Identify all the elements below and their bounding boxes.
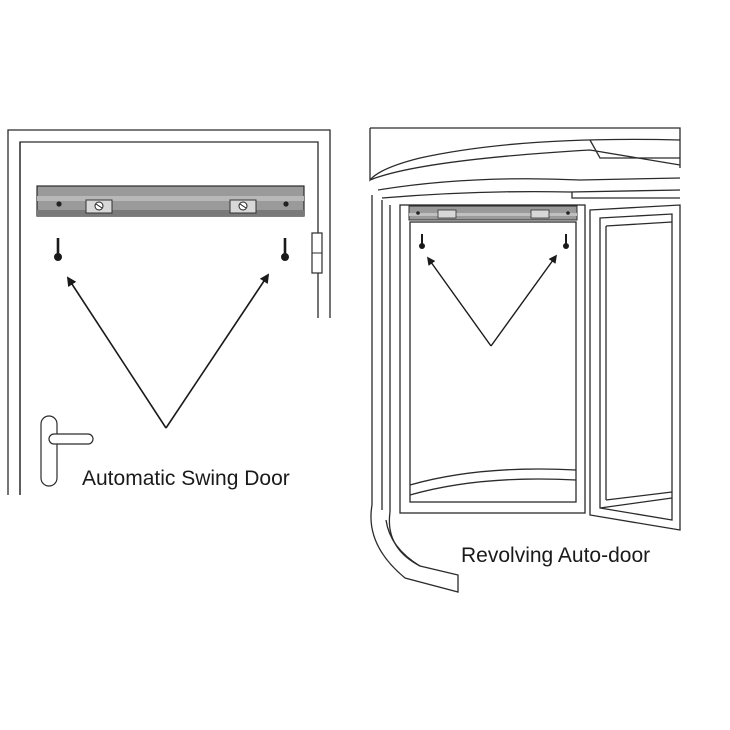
- revolving-drum-base: [370, 504, 459, 593]
- swing-door-illustration: [7, 129, 331, 495]
- revolving-door-operator: [408, 205, 578, 221]
- screw-icon: [54, 238, 62, 261]
- revolving-door-opening: [399, 204, 586, 514]
- screw-icon: [281, 238, 289, 261]
- swing-door-outer-frame: [7, 129, 331, 495]
- revolving-canopy: [370, 127, 681, 168]
- revolving-canopy-edge: [369, 128, 681, 182]
- swing-door-operator: [36, 185, 305, 217]
- arrow-icon: [427, 256, 492, 347]
- screw-icon: [419, 234, 425, 249]
- revolving-door-illustration: [369, 127, 681, 593]
- arrow-icon: [490, 254, 557, 347]
- door-handle-icon: [40, 415, 94, 487]
- arrow-icon: [165, 273, 270, 429]
- screw-icon: [563, 234, 569, 249]
- revolving-right-panel: [589, 204, 681, 531]
- hinge-icon: [311, 232, 323, 274]
- arrow-icon: [66, 276, 167, 429]
- revolving-door-caption: Revolving Auto-door: [461, 544, 651, 567]
- swing-door-caption: Automatic Swing Door: [82, 467, 290, 490]
